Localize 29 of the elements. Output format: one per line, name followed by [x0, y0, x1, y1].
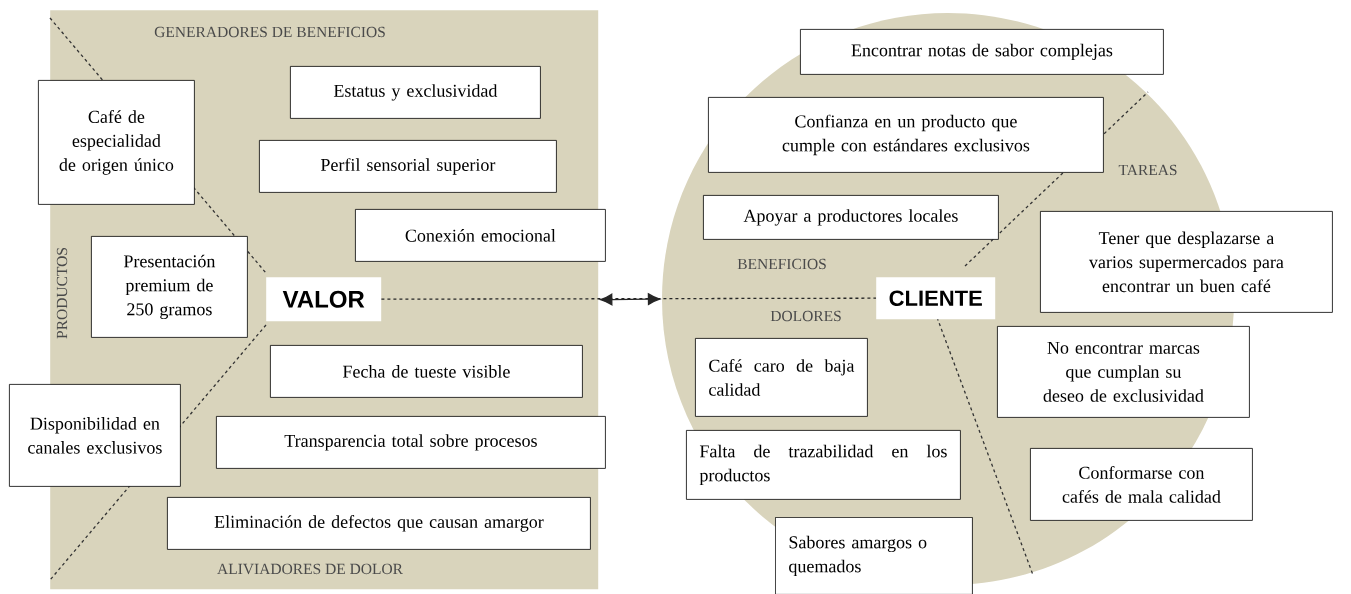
section-heading: GENERADORES DE BENEFICIOS	[154, 26, 385, 38]
text-box: Sabores amargos o quemados	[775, 517, 973, 594]
text-box: Eliminación de defectos que causan amargor	[167, 497, 591, 550]
text-box: Encontrar notas de sabor complejas	[800, 29, 1164, 75]
text-box: Estatus y exclusividad	[290, 66, 541, 119]
text-box: No encontrar marcas que cumplan su deseo de exclusividad	[997, 326, 1250, 418]
text-box: Café de especialidad de origen único	[38, 80, 195, 205]
node-label: Sabores amargos o quemados	[789, 535, 927, 577]
text-box: Perfil sensorial superior	[259, 140, 557, 193]
text-box: Confianza en un producto que cumple con estándares exclusivos	[708, 97, 1104, 173]
text-box: Café caro de baja calidad	[695, 338, 868, 417]
section-heading: TAREAS	[1118, 164, 1177, 176]
text-box: Disponibilidad en canales exclusivos	[9, 384, 181, 487]
arrow	[599, 293, 661, 306]
connector-line	[380, 297, 877, 300]
text-box: Transparencia total sobre procesos	[216, 416, 606, 469]
text-box: Tener que desplazarse a varios supermercados para encontrar un buen café	[1040, 211, 1333, 313]
text-box: Fecha de tueste visible	[270, 345, 583, 398]
text-box: Apoyar a productores locales	[703, 195, 999, 240]
section-heading: PRODUCTOS	[56, 248, 68, 339]
title-label: CLIENTE	[876, 277, 996, 320]
text-box: Presentación premium de 250 gramos	[91, 236, 248, 338]
text-box: Falta de trazabilidad en los productos	[686, 430, 961, 500]
text-box: Conexión emocional	[355, 209, 606, 262]
section-heading: DOLORES	[770, 310, 841, 322]
title-label: VALOR	[266, 277, 382, 322]
section-heading: ALIVIADORES DE DOLOR	[217, 563, 403, 575]
text-box: Conformarse con cafés de mala calidad	[1030, 448, 1253, 521]
section-heading: BENEFICIOS	[737, 258, 826, 270]
